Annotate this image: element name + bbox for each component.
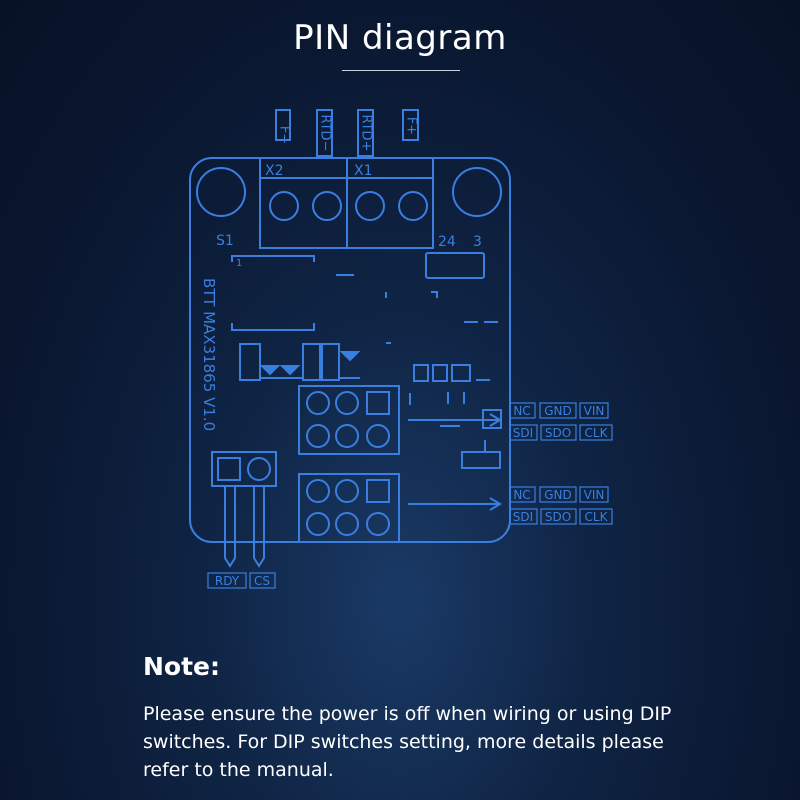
dip-label-3: 3 (473, 234, 482, 250)
top-label-f-plus: F+ (404, 117, 419, 135)
label-box-f-plus (402, 109, 419, 141)
switch-pin-mark: 1 (236, 258, 242, 269)
lower-pin-nc: NC (513, 488, 530, 502)
lower-pin-clk: CLK (585, 510, 609, 524)
lower-pin-gnd: GND (544, 488, 572, 502)
top-label-rtd-minus: RTD− (318, 115, 333, 152)
terminal-screw-4 (398, 191, 428, 221)
terminal-screw-2 (312, 191, 342, 221)
terminal-screw-3 (355, 191, 385, 221)
label-box-rtd-minus (316, 109, 333, 157)
upper-pin-nc: NC (513, 404, 530, 418)
board-name: BTT MAX31865 V1.0 (200, 278, 218, 431)
page-title: PIN diagram (293, 18, 507, 58)
mounting-hole-left (196, 167, 246, 217)
pin-label-rdy: RDY (215, 574, 240, 588)
switch-label-s1: S1 (216, 233, 234, 249)
header-rdy-cs (211, 451, 277, 487)
upper-pin-vin: VIN (584, 404, 605, 418)
label-box-f-minus (275, 109, 291, 141)
pin-lead-cs (253, 486, 265, 568)
dip-label-24: 24 (438, 234, 456, 250)
board-outline (189, 157, 511, 543)
top-label-f-minus: F− (277, 126, 292, 144)
header-lower (298, 473, 400, 543)
lower-pin-sdo: SDO (545, 510, 571, 524)
note-heading: Note: (143, 652, 221, 681)
terminal-screw-1 (269, 191, 299, 221)
label-box-rtd-plus (357, 109, 374, 157)
header-upper (298, 385, 400, 455)
terminal-label-x1: X1 (354, 163, 373, 179)
title-underline (342, 70, 460, 71)
lower-pin-sdi: SDI (513, 510, 533, 524)
mounting-hole-right (452, 167, 502, 217)
upper-pin-sdi: SDI (513, 426, 533, 440)
upper-pin-gnd: GND (544, 404, 572, 418)
note-body: Please ensure the power is off when wiri… (143, 703, 672, 781)
upper-pin-clk: CLK (585, 426, 609, 440)
pin-lead-rdy (224, 486, 236, 568)
pin-label-cs: CS (254, 574, 270, 588)
lower-pin-vin: VIN (584, 488, 605, 502)
dip-switch (425, 252, 485, 279)
upper-pin-sdo: SDO (545, 426, 571, 440)
terminal-label-x2: X2 (265, 163, 284, 179)
top-label-rtd-plus: RTD+ (359, 115, 374, 152)
terminal-block-x1 (346, 157, 434, 249)
